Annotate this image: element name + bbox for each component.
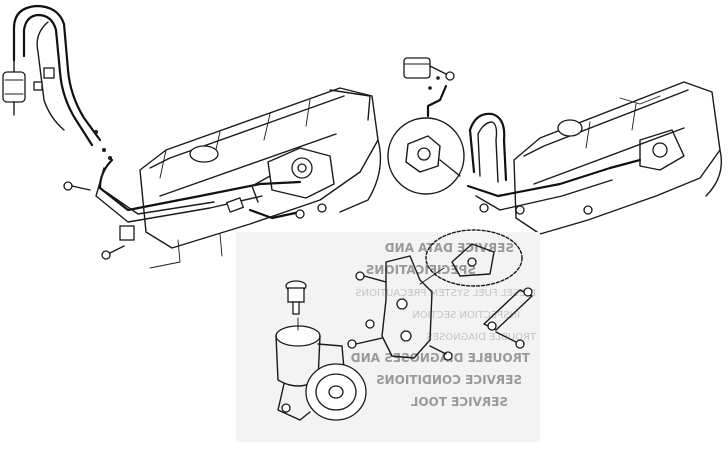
pump-bracket: [347, 255, 453, 361]
scanned-inset: SERVICE DATA AND SPECIFICATIONS DIESEL FUE…: [236, 229, 540, 442]
bleed-line: TROUBLE DIAGNOSES AND: [351, 351, 530, 365]
adjusting-bar: [483, 287, 533, 349]
mount-plate-detail: [419, 229, 523, 287]
detail-circle: [387, 117, 465, 195]
cylinder-head: [139, 87, 382, 269]
bleed-line: SERVICE CONDITIONS: [376, 373, 522, 387]
bleed-line: DIESEL FUEL SYSTEM PRECAUTIONS: [355, 288, 536, 299]
power-steering-pump: [275, 317, 367, 421]
bleed-line: SERVICE TOOL: [410, 395, 508, 409]
return-hose: [468, 112, 508, 183]
bleed-line: SPECIFICATIONS: [366, 263, 476, 277]
reservoir-cap: [285, 280, 307, 315]
bleed-line: SERVICE DATA AND: [385, 241, 514, 255]
bleed-line: TROUBLE DIAGNOSES: [426, 332, 537, 343]
priming-pump: [403, 57, 455, 118]
fuel-line-assembly: [63, 158, 302, 260]
fuel-hose-loop: [12, 4, 112, 160]
bleed-line: INSPECTION SECTION: [412, 310, 520, 321]
right-cylinder-head: [466, 81, 723, 235]
bleed-through-text: SERVICE DATA AND SPECIFICATIONS DIESEL FUE…: [351, 241, 537, 409]
injection-pump: [251, 147, 335, 219]
fuel-filter: [2, 59, 26, 116]
left-engine-illustration: [2, 4, 382, 269]
right-engine-illustration: [387, 57, 723, 235]
